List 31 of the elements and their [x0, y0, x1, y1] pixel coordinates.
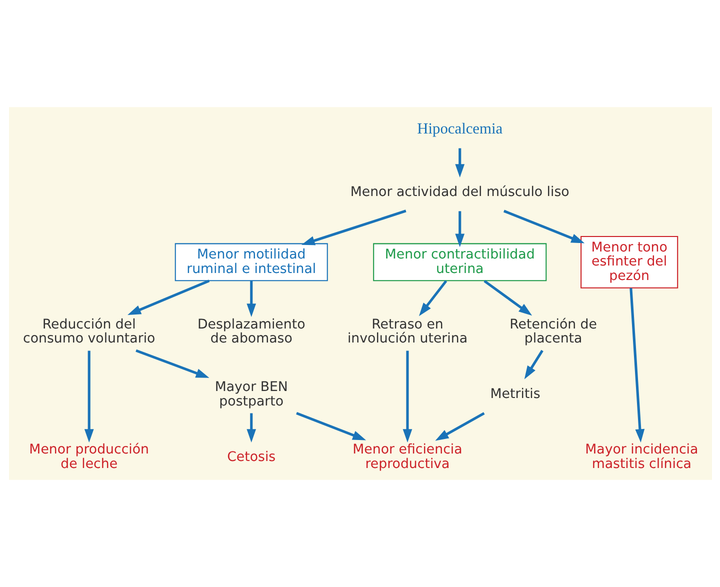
node-text: Retraso en involución uterina: [346, 317, 467, 347]
node-text: Menor actividad del músculo liso: [350, 184, 569, 200]
node-text: Menor producción de leche: [28, 442, 149, 472]
arrow: [454, 211, 464, 248]
arrow: [524, 350, 543, 380]
node-text: Cetosis: [226, 450, 276, 465]
arrow: [454, 148, 464, 178]
arrow: [84, 350, 94, 443]
node-text: Retención de placenta: [509, 317, 597, 347]
node-box: Menor contractibilidad uterina: [372, 243, 546, 282]
node-text: Mayor BEN postparto: [214, 380, 288, 410]
arrow: [629, 288, 644, 443]
node-box: Menor motilidad ruminal e intestinal: [174, 243, 328, 282]
arrow: [135, 349, 209, 378]
node-text: Menor eficiencia reproductiva: [352, 442, 462, 472]
node-box: Menor tono esfinter del pezón: [580, 236, 678, 288]
arrow: [434, 412, 484, 441]
node-text: Desplazamiento de abomaso: [197, 317, 305, 347]
arrow: [402, 350, 412, 443]
arrow: [300, 210, 406, 246]
arrow: [418, 280, 447, 316]
arrow: [483, 280, 532, 316]
node-text: Reducción del consumo voluntario: [22, 317, 155, 347]
arrow: [246, 281, 256, 317]
node-text: Metritis: [490, 387, 540, 402]
arrow: [296, 412, 366, 440]
node-text: Hipocalcemia: [416, 120, 502, 138]
arrow: [246, 413, 256, 442]
arrow: [127, 280, 210, 315]
node-text: Mayor incidencia mastitis clínica: [584, 442, 698, 472]
arrow: [502, 210, 584, 244]
